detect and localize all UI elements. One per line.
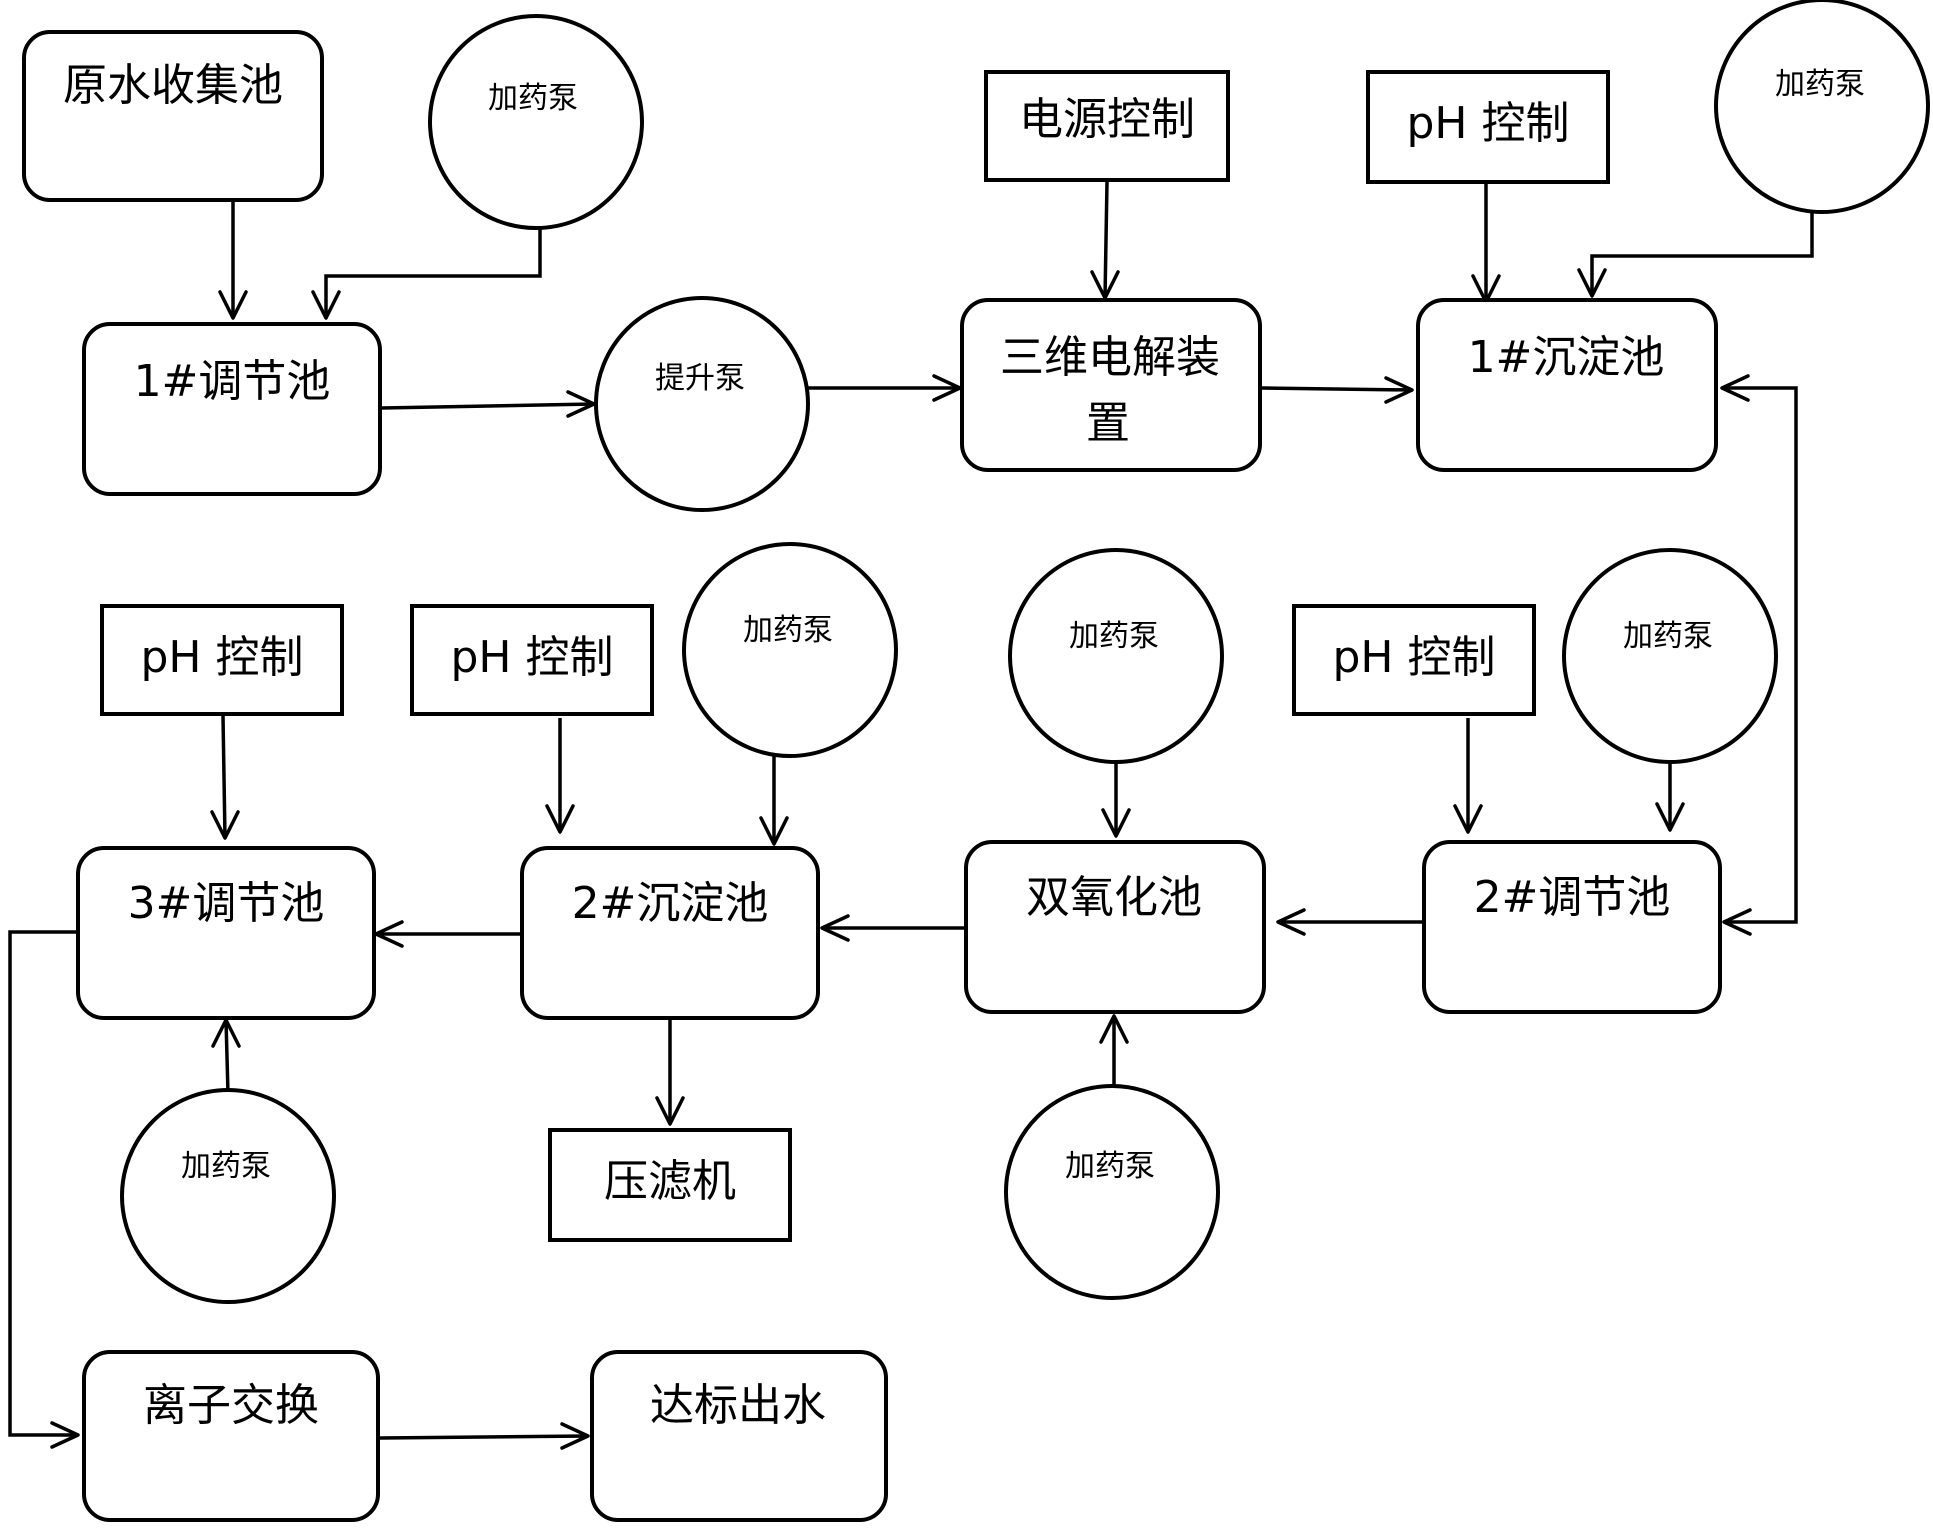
arrowhead: [560, 1422, 590, 1450]
node-adjust-tank-2: 2#调节池: [1422, 840, 1722, 1014]
node-ph-control-3: pH 控制: [410, 604, 654, 716]
node-dosing-pump-5: 加药泵: [1562, 548, 1778, 764]
node-3d-electrolysis: 三维电解装 置: [960, 298, 1262, 472]
node-dosing-pump-1: 加药泵: [428, 14, 644, 230]
edge-pump1-to-adj1: [324, 228, 542, 318]
node-label: 加药泵: [181, 1149, 271, 1184]
edge-pump2-to-sed1: [1590, 212, 1814, 296]
arrowhead: [1655, 802, 1685, 832]
node-adjust-tank-3: 3#调节池: [76, 846, 376, 1020]
node-dosing-pump-4: 加药泵: [1008, 548, 1224, 764]
edge-electro-to-sed1: [1261, 386, 1413, 392]
arrowhead: [759, 816, 789, 846]
arrowhead: [1101, 808, 1131, 838]
node-ph-control-4: pH 控制: [1292, 604, 1536, 716]
node-effluent: 达标出水: [590, 1350, 888, 1522]
node-label: 电源控制: [1019, 94, 1195, 145]
node-label: 1#沉淀池: [1468, 332, 1665, 383]
node-dosing-pump-2: 加药泵: [1714, 0, 1930, 214]
node-label: 三维电解装: [1000, 332, 1220, 383]
node-label: pH 控制: [1332, 632, 1495, 683]
node-label: 达标出水: [650, 1380, 826, 1431]
arrowhead: [1099, 1014, 1129, 1044]
node-sedimentation-tank-1: 1#沉淀池: [1416, 298, 1718, 472]
arrowhead: [1276, 908, 1306, 936]
node-sedimentation-tank-2: 2#沉淀池: [520, 846, 820, 1020]
node-raw-water-tank: 原水收集池: [22, 30, 324, 202]
arrowhead: [218, 290, 248, 320]
node-label: 加药泵: [1623, 619, 1713, 654]
node-label: 置: [1086, 398, 1130, 449]
node-dosing-pump-7: 加药泵: [1004, 1084, 1220, 1300]
arrowhead: [210, 810, 240, 840]
node-label: pH 控制: [450, 632, 613, 683]
node-label: pH 控制: [1406, 98, 1569, 149]
arrowhead: [1453, 804, 1483, 834]
edge-adj3-to-ion: [8, 930, 78, 1437]
node-ion-exchange: 离子交换: [82, 1350, 380, 1522]
node-label: 2#沉淀池: [572, 878, 769, 929]
arrowhead: [1577, 268, 1607, 298]
edge-power-to-electro: [1103, 181, 1109, 299]
node-label: 1#调节池: [134, 356, 331, 407]
node-label: 2#调节池: [1474, 872, 1671, 923]
arrowhead: [545, 804, 575, 834]
node-label: 提升泵: [655, 361, 745, 396]
node-label: pH 控制: [140, 632, 303, 683]
arrowhead: [655, 1096, 685, 1126]
arrowhead: [311, 290, 341, 320]
node-filter-press: 压滤机: [548, 1128, 792, 1242]
node-label: 加药泵: [1069, 619, 1159, 654]
node-dosing-pump-3: 加药泵: [682, 542, 898, 758]
nodes: 原水收集池 加药泵 1#调节池 提升泵 电源控制 三维电解装 置 pH 控制: [22, 0, 1930, 1522]
node-label: 原水收集池: [63, 60, 283, 111]
edge-adj1-to-lift: [381, 402, 595, 410]
node-label: 加药泵: [743, 613, 833, 648]
edge-ph2-to-adj3: [221, 715, 227, 839]
node-label: 离子交换: [143, 1380, 319, 1431]
arrowhead: [820, 914, 850, 942]
node-label: 3#调节池: [128, 878, 325, 929]
node-label: 加药泵: [1775, 67, 1865, 102]
arrowhead: [1722, 908, 1752, 936]
node-dosing-pump-6: 加药泵: [120, 1088, 336, 1304]
edge-pump6-to-adj3: [224, 1019, 230, 1095]
node-label: 加药泵: [488, 81, 578, 116]
arrowhead: [1720, 374, 1750, 402]
edge-ion-to-effluent: [379, 1434, 589, 1440]
node-lift-pump: 提升泵: [594, 296, 810, 512]
node-ph-control-2: pH 控制: [100, 604, 344, 716]
arrowhead: [1384, 376, 1414, 404]
node-label: 加药泵: [1065, 1149, 1155, 1184]
node-ph-control-1: pH 控制: [1366, 70, 1610, 184]
node-oxidation-tank: 双氧化池: [964, 840, 1266, 1014]
arrowhead: [50, 1421, 80, 1449]
node-adjust-tank-1: 1#调节池: [82, 322, 382, 496]
edges: [8, 181, 1814, 1450]
node-label: 压滤机: [604, 1156, 736, 1207]
node-label: 双氧化池: [1026, 872, 1202, 923]
node-power-control: 电源控制: [984, 70, 1230, 182]
edge-sed1-adj2-loop: [1722, 386, 1798, 924]
